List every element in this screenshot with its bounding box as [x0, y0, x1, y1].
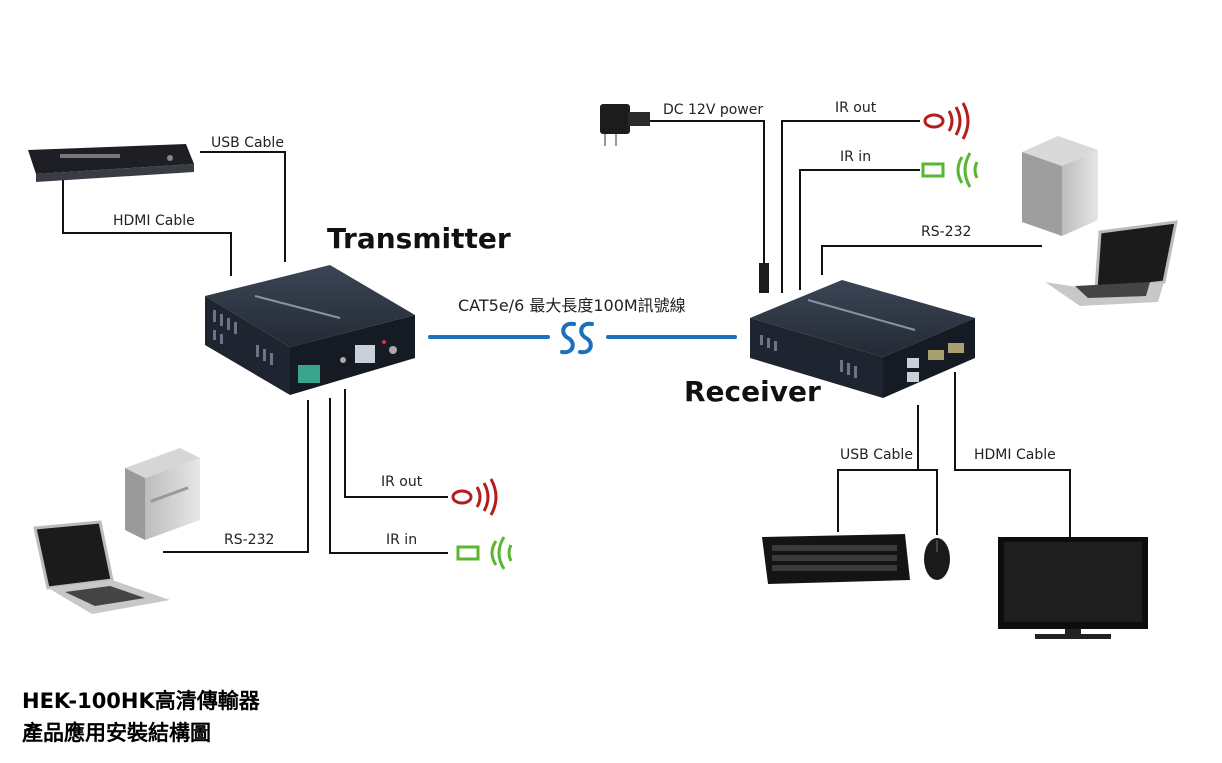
pc-tower-right — [1022, 136, 1098, 236]
dc-power-label: DC 12V power — [663, 102, 764, 118]
dc-power-wire — [650, 120, 765, 263]
pc-tower-left — [125, 448, 200, 540]
monitor — [998, 537, 1148, 639]
ir-out-emitter-left — [451, 478, 498, 516]
ir-in-wire-right — [799, 169, 920, 290]
ir-in-receiver-right — [921, 152, 979, 188]
receiver-device — [750, 280, 975, 398]
rs232-wire-right — [821, 245, 1042, 275]
rs232-wire-left — [163, 400, 309, 553]
ir-out-wire-right — [781, 120, 920, 293]
receiver-title: Receiver — [684, 375, 821, 408]
hdmi-cable-label-right: HDMI Cable — [974, 447, 1056, 463]
ir-in-receiver-left — [456, 536, 513, 570]
receiver-wires — [650, 120, 1071, 537]
hdmi-cable-label-left: HDMI Cable — [113, 213, 195, 229]
ir-out-label-right: IR out — [835, 100, 877, 116]
rs232-label-left: RS-232 — [224, 532, 275, 548]
caption-line-2: 產品應用安裝結構圖 — [22, 721, 211, 745]
power-adapter — [600, 104, 769, 293]
usb-cable-wire-mouse — [918, 469, 938, 535]
ir-out-wire-left — [344, 389, 448, 498]
usb-cable-label-right: USB Cable — [840, 447, 913, 463]
ir-out-label-left: IR out — [381, 474, 423, 490]
usb-cable-wire-right — [837, 405, 919, 532]
laptop-left — [33, 520, 170, 614]
transmitter-device — [205, 265, 415, 395]
cat-cable-label: CAT5e/6 最大長度100M訊號線 — [458, 296, 686, 315]
ir-out-emitter-right — [923, 102, 970, 140]
dvd-player-device — [28, 144, 194, 182]
laptop-right — [1045, 220, 1178, 306]
usb-cable-label-left: USB Cable — [211, 135, 284, 151]
hdmi-cable-wire-left — [62, 180, 232, 276]
cat-cable-link — [428, 321, 737, 355]
ir-in-label-right: IR in — [840, 149, 872, 165]
ir-in-wire-left — [329, 398, 448, 554]
transmitter-title: Transmitter — [327, 222, 511, 255]
rs232-label-right: RS-232 — [921, 224, 972, 240]
transmitter-wires — [62, 151, 448, 554]
hdmi-cable-wire-right — [954, 372, 1071, 537]
mouse — [924, 538, 950, 580]
keyboard — [762, 534, 910, 584]
ir-in-label-left: IR in — [386, 532, 418, 548]
usb-cable-wire-left — [200, 151, 286, 262]
caption-line-1: HEK-100HK高清傳輸器 — [22, 689, 260, 713]
